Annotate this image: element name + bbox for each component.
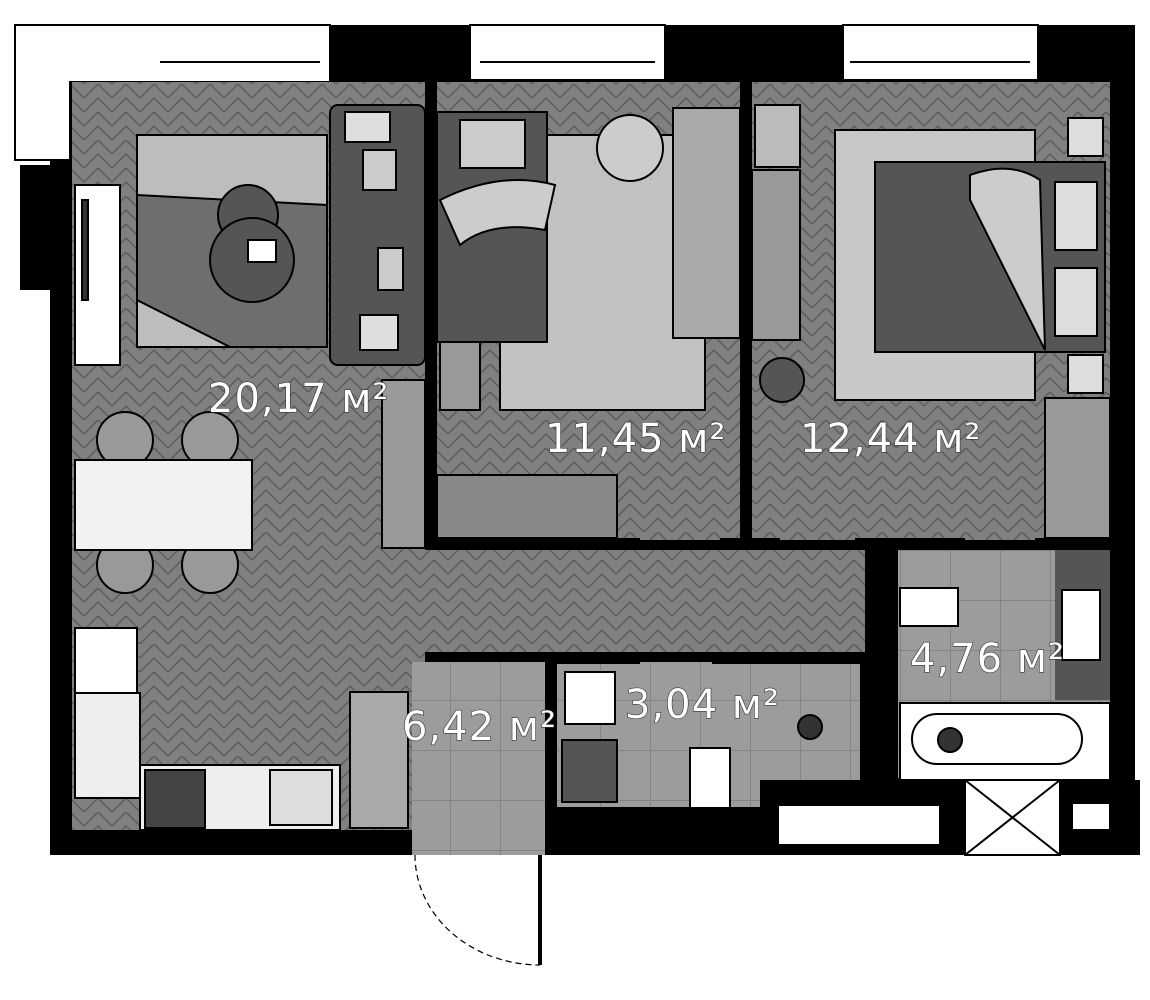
hall-wardrobe bbox=[349, 691, 409, 829]
windows bbox=[14, 24, 1039, 161]
area-label-hall: 6,42 м² bbox=[402, 704, 557, 750]
wc-sink bbox=[564, 671, 616, 725]
kitchen-sink bbox=[269, 769, 333, 826]
bedroom2-furniture bbox=[751, 104, 1111, 539]
wall-column bbox=[20, 165, 70, 290]
boiler bbox=[561, 739, 618, 803]
bath-furniture bbox=[561, 587, 1111, 809]
bookshelf bbox=[381, 379, 426, 549]
area-label-wc: 3,04 м² bbox=[625, 682, 780, 728]
area-label-bedroom-2: 12,44 м² bbox=[800, 416, 981, 462]
wardrobe bbox=[436, 474, 618, 539]
living-furniture bbox=[74, 104, 426, 831]
area-label-bedroom-1: 11,45 м² bbox=[545, 416, 726, 462]
wardrobe bbox=[1044, 397, 1111, 539]
desk bbox=[672, 107, 741, 339]
dining-table bbox=[74, 459, 253, 551]
kitchen-counter bbox=[74, 627, 138, 694]
stove bbox=[144, 769, 206, 829]
sofa bbox=[329, 104, 426, 366]
toilet bbox=[899, 587, 959, 627]
bedroom1-furniture bbox=[436, 107, 741, 539]
wc-toilet bbox=[689, 747, 731, 809]
bathroom-sink bbox=[1061, 589, 1101, 661]
shelf bbox=[751, 169, 801, 341]
area-label-living: 20,17 м² bbox=[208, 376, 389, 422]
area-label-bathroom: 4,76 м² bbox=[910, 636, 1065, 682]
chair bbox=[596, 114, 664, 182]
entrance-door[interactable] bbox=[414, 854, 542, 966]
